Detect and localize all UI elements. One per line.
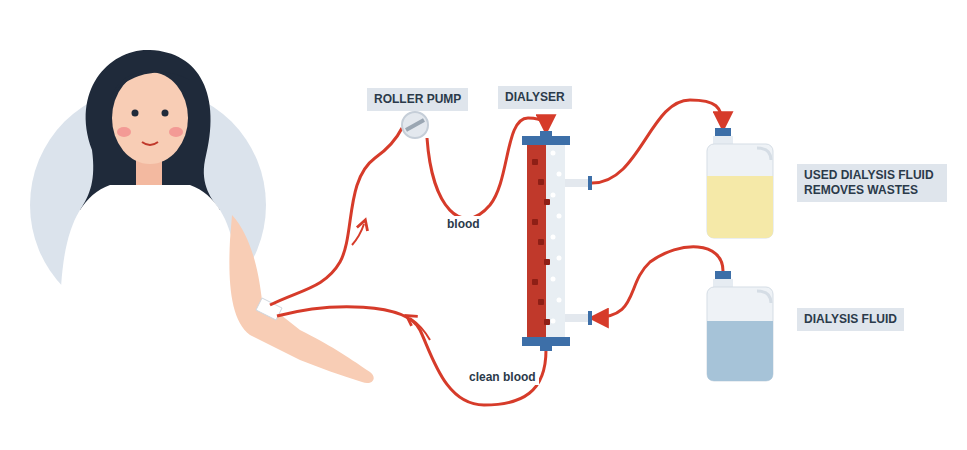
return-tube xyxy=(277,307,546,405)
label-box: DIALYSER xyxy=(498,86,572,109)
tube-connector xyxy=(592,100,723,183)
flow-arrow xyxy=(410,318,430,340)
label-box: DIALYSIS FLUID xyxy=(797,308,904,331)
label-box: ROLLER PUMP xyxy=(367,88,468,111)
patient-figure xyxy=(60,50,374,383)
tube-connector xyxy=(592,247,723,318)
flow-arrow xyxy=(352,224,364,245)
equipment-icon xyxy=(400,110,430,140)
process-node: USED DIALYSIS FLUID REMOVES WASTES xyxy=(705,122,950,240)
process-node: DIALYSER xyxy=(495,86,595,356)
blood-tube xyxy=(270,128,402,305)
flow-label: clean blood xyxy=(466,369,539,385)
flow-label: blood xyxy=(444,216,483,232)
process-node: DIALYSIS FLUID xyxy=(705,265,950,380)
label-box: USED DIALYSIS FLUID REMOVES WASTES xyxy=(797,164,947,202)
equipment-icon xyxy=(705,269,780,383)
equipment-icon xyxy=(520,131,595,356)
process-node: ROLLER PUMP xyxy=(365,86,490,146)
equipment-icon xyxy=(705,126,780,240)
